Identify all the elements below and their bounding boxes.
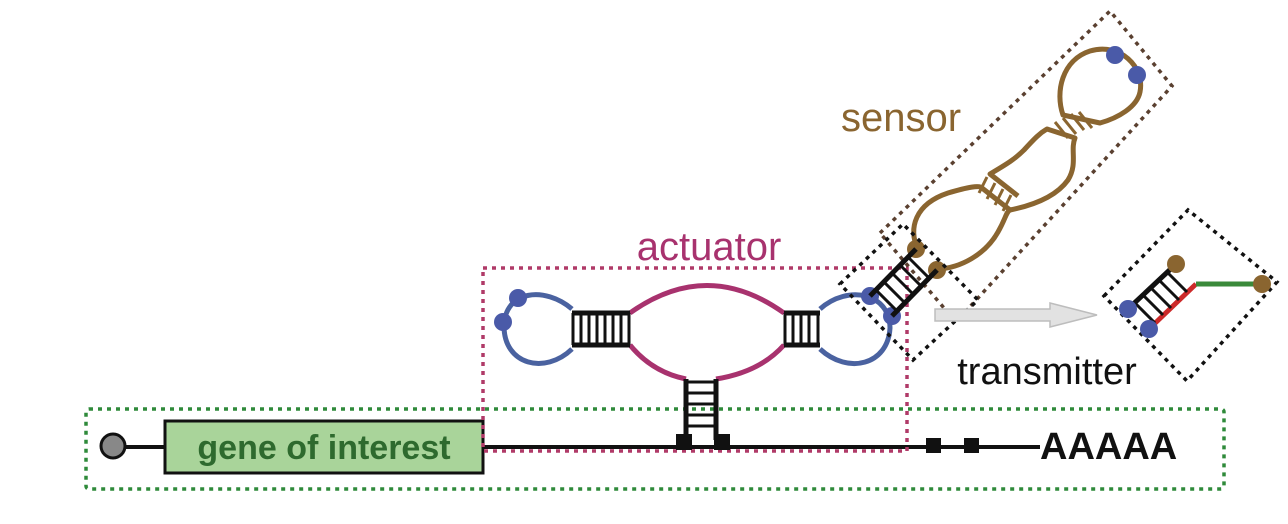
transmitter-nucleotide-dots (1119, 255, 1271, 338)
actuator-central-loop (628, 283, 786, 382)
transmitter-label: transmitter (957, 351, 1137, 393)
actuator-region-box (481, 266, 909, 453)
actuator-label: actuator (637, 225, 782, 269)
transmitter-arrow (934, 302, 1098, 328)
transmitter-stem-actuator (868, 247, 939, 318)
sensor-label: sensor (841, 96, 961, 140)
sensor-region-box (877, 8, 1175, 325)
five-prime-cap (99, 432, 127, 460)
actuator-nucleotide-dots (494, 287, 901, 331)
transmitter-region-box (1101, 207, 1280, 384)
actuator-right-stem (783, 310, 820, 348)
actuator-right-loop (818, 292, 893, 367)
transmitter-stem (1126, 262, 1260, 331)
gene-label: gene of interest (197, 429, 450, 467)
gene-of-interest: gene of interest (163, 419, 485, 475)
sensor-stems (977, 111, 1101, 212)
actuator-left-stem (571, 310, 631, 348)
actuator-bottom-stem (676, 379, 730, 450)
mrna-region-box (84, 407, 1226, 491)
backbone-markers (926, 438, 979, 453)
poly-a-tail-label: AAAAA (1040, 426, 1177, 468)
transmitter-region-box-actuator (837, 221, 981, 363)
